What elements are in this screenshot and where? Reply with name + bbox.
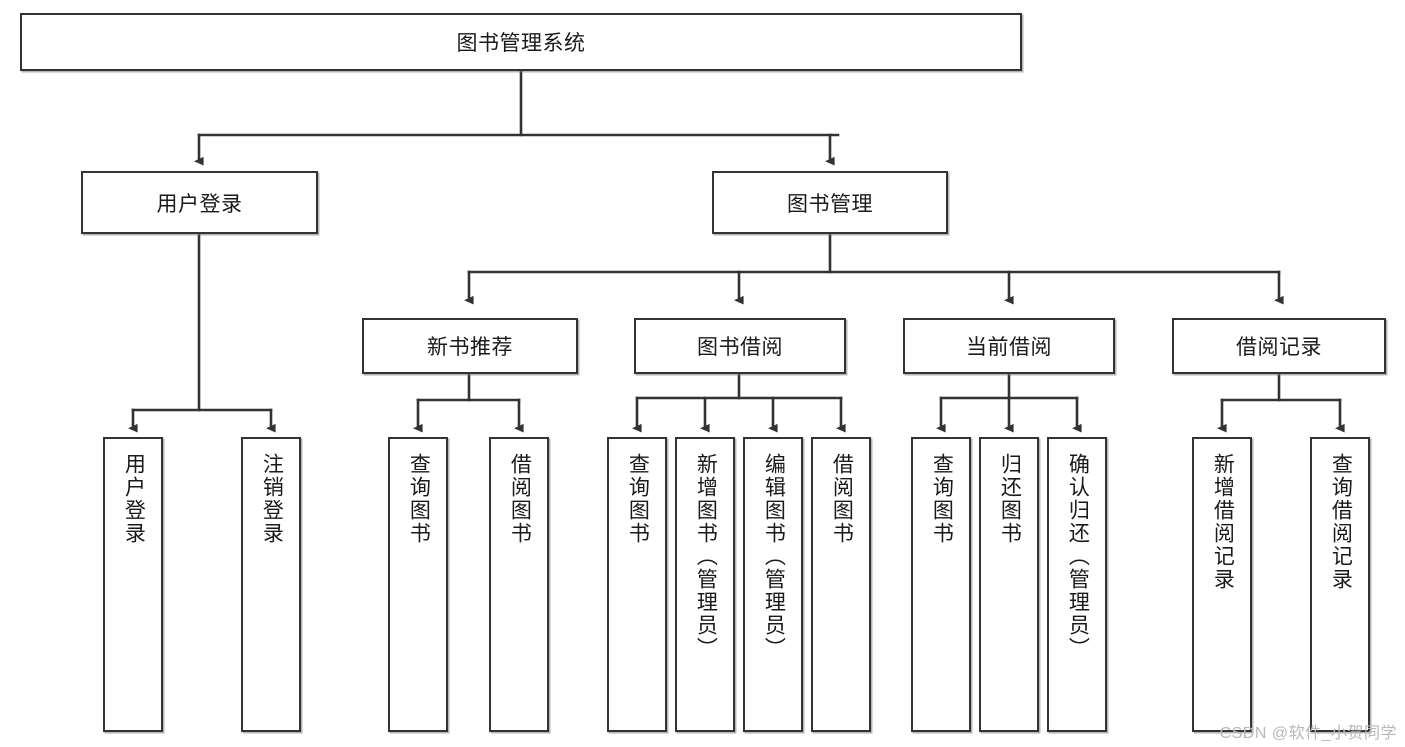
node-root[interactable]: 图书管理系统 — [20, 13, 1022, 71]
node-label: 用户登录 — [122, 453, 146, 545]
node-label: 查询图书 — [407, 453, 431, 545]
node-label: 查询借阅记录 — [1329, 453, 1353, 591]
node-book-borrow[interactable]: 图书借阅 — [634, 318, 846, 374]
node-label: 新书推荐 — [427, 336, 513, 359]
node-new-book-recommend[interactable]: 新书推荐 — [362, 318, 578, 374]
node-label: 注销登录 — [260, 453, 284, 545]
leaf-borrow-book[interactable]: 借阅图书 — [811, 437, 871, 732]
node-label: 新增图书（管理员） — [694, 453, 718, 660]
node-label: 查询图书 — [930, 453, 954, 545]
node-label: 用户登录 — [156, 192, 243, 216]
node-label: 图书管理 — [787, 192, 873, 216]
node-label: 当前借阅 — [966, 336, 1052, 359]
node-label: 编辑图书（管理员） — [762, 453, 786, 660]
node-label: 查询图书 — [626, 453, 650, 545]
leaf-query-book-recommend[interactable]: 查询图书 — [388, 437, 448, 732]
leaf-add-borrow-record[interactable]: 新增借阅记录 — [1192, 437, 1252, 732]
node-label: 图书管理系统 — [456, 32, 586, 55]
node-label: 借阅图书 — [508, 453, 532, 545]
leaf-return-book[interactable]: 归还图书 — [979, 437, 1039, 732]
node-label: 借阅图书 — [830, 453, 854, 545]
leaf-logout[interactable]: 注销登录 — [241, 437, 301, 732]
leaf-borrow-book-recommend[interactable]: 借阅图书 — [489, 437, 549, 732]
leaf-edit-book-admin[interactable]: 编辑图书（管理员） — [743, 437, 803, 732]
leaf-query-book-borrow[interactable]: 查询图书 — [607, 437, 667, 732]
node-label: 借阅记录 — [1236, 336, 1322, 359]
node-label: 归还图书 — [998, 453, 1022, 545]
leaf-query-book-current[interactable]: 查询图书 — [911, 437, 971, 732]
node-borrow-record[interactable]: 借阅记录 — [1172, 318, 1386, 374]
node-label: 确认归还（管理员） — [1066, 453, 1090, 660]
leaf-confirm-return-admin[interactable]: 确认归还（管理员） — [1047, 437, 1107, 732]
node-label: 新增借阅记录 — [1211, 453, 1235, 591]
node-label: 图书借阅 — [697, 336, 783, 359]
node-user-login[interactable]: 用户登录 — [81, 171, 318, 234]
node-current-borrow[interactable]: 当前借阅 — [903, 318, 1115, 374]
node-book-management[interactable]: 图书管理 — [712, 171, 948, 234]
leaf-query-borrow-record[interactable]: 查询借阅记录 — [1310, 437, 1370, 732]
leaf-user-login[interactable]: 用户登录 — [103, 437, 163, 732]
leaf-add-book-admin[interactable]: 新增图书（管理员） — [675, 437, 735, 732]
